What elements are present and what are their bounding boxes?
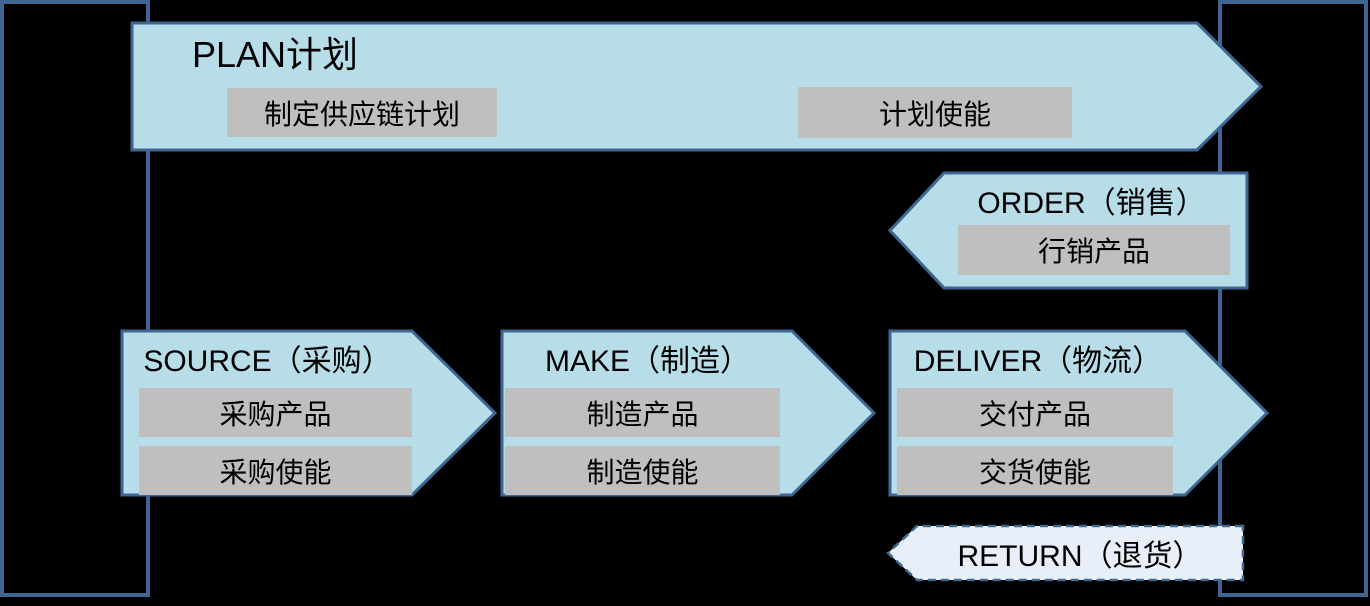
deliver-sub-box-1: 交付产品 bbox=[897, 388, 1173, 437]
make-sub-box-2: 制造使能 bbox=[505, 446, 780, 495]
plan-sub-box-2: 计划使能 bbox=[798, 87, 1072, 138]
make-sub-box-1: 制造产品 bbox=[505, 388, 780, 437]
deliver-title: DELIVER（物流） bbox=[913, 345, 1163, 378]
return-title: RETURN（退货） bbox=[957, 540, 1203, 573]
plan-title: PLAN计划 bbox=[192, 34, 359, 75]
source-title: SOURCE（采购） bbox=[143, 345, 392, 378]
left-frame-column bbox=[0, 0, 150, 597]
deliver-sub-box-2: 交货使能 bbox=[897, 446, 1173, 495]
right-frame-column bbox=[1218, 0, 1368, 597]
return-arrow-shape bbox=[886, 524, 1245, 582]
make-title: MAKE（制造） bbox=[544, 345, 751, 378]
source-sub-box-1: 采购产品 bbox=[139, 388, 412, 437]
order-sub-box-1: 行销产品 bbox=[958, 225, 1230, 275]
order-title: ORDER（销售） bbox=[977, 187, 1206, 220]
source-sub-box-2: 采购使能 bbox=[139, 446, 412, 495]
plan-sub-box-1: 制定供应链计划 bbox=[227, 88, 497, 137]
